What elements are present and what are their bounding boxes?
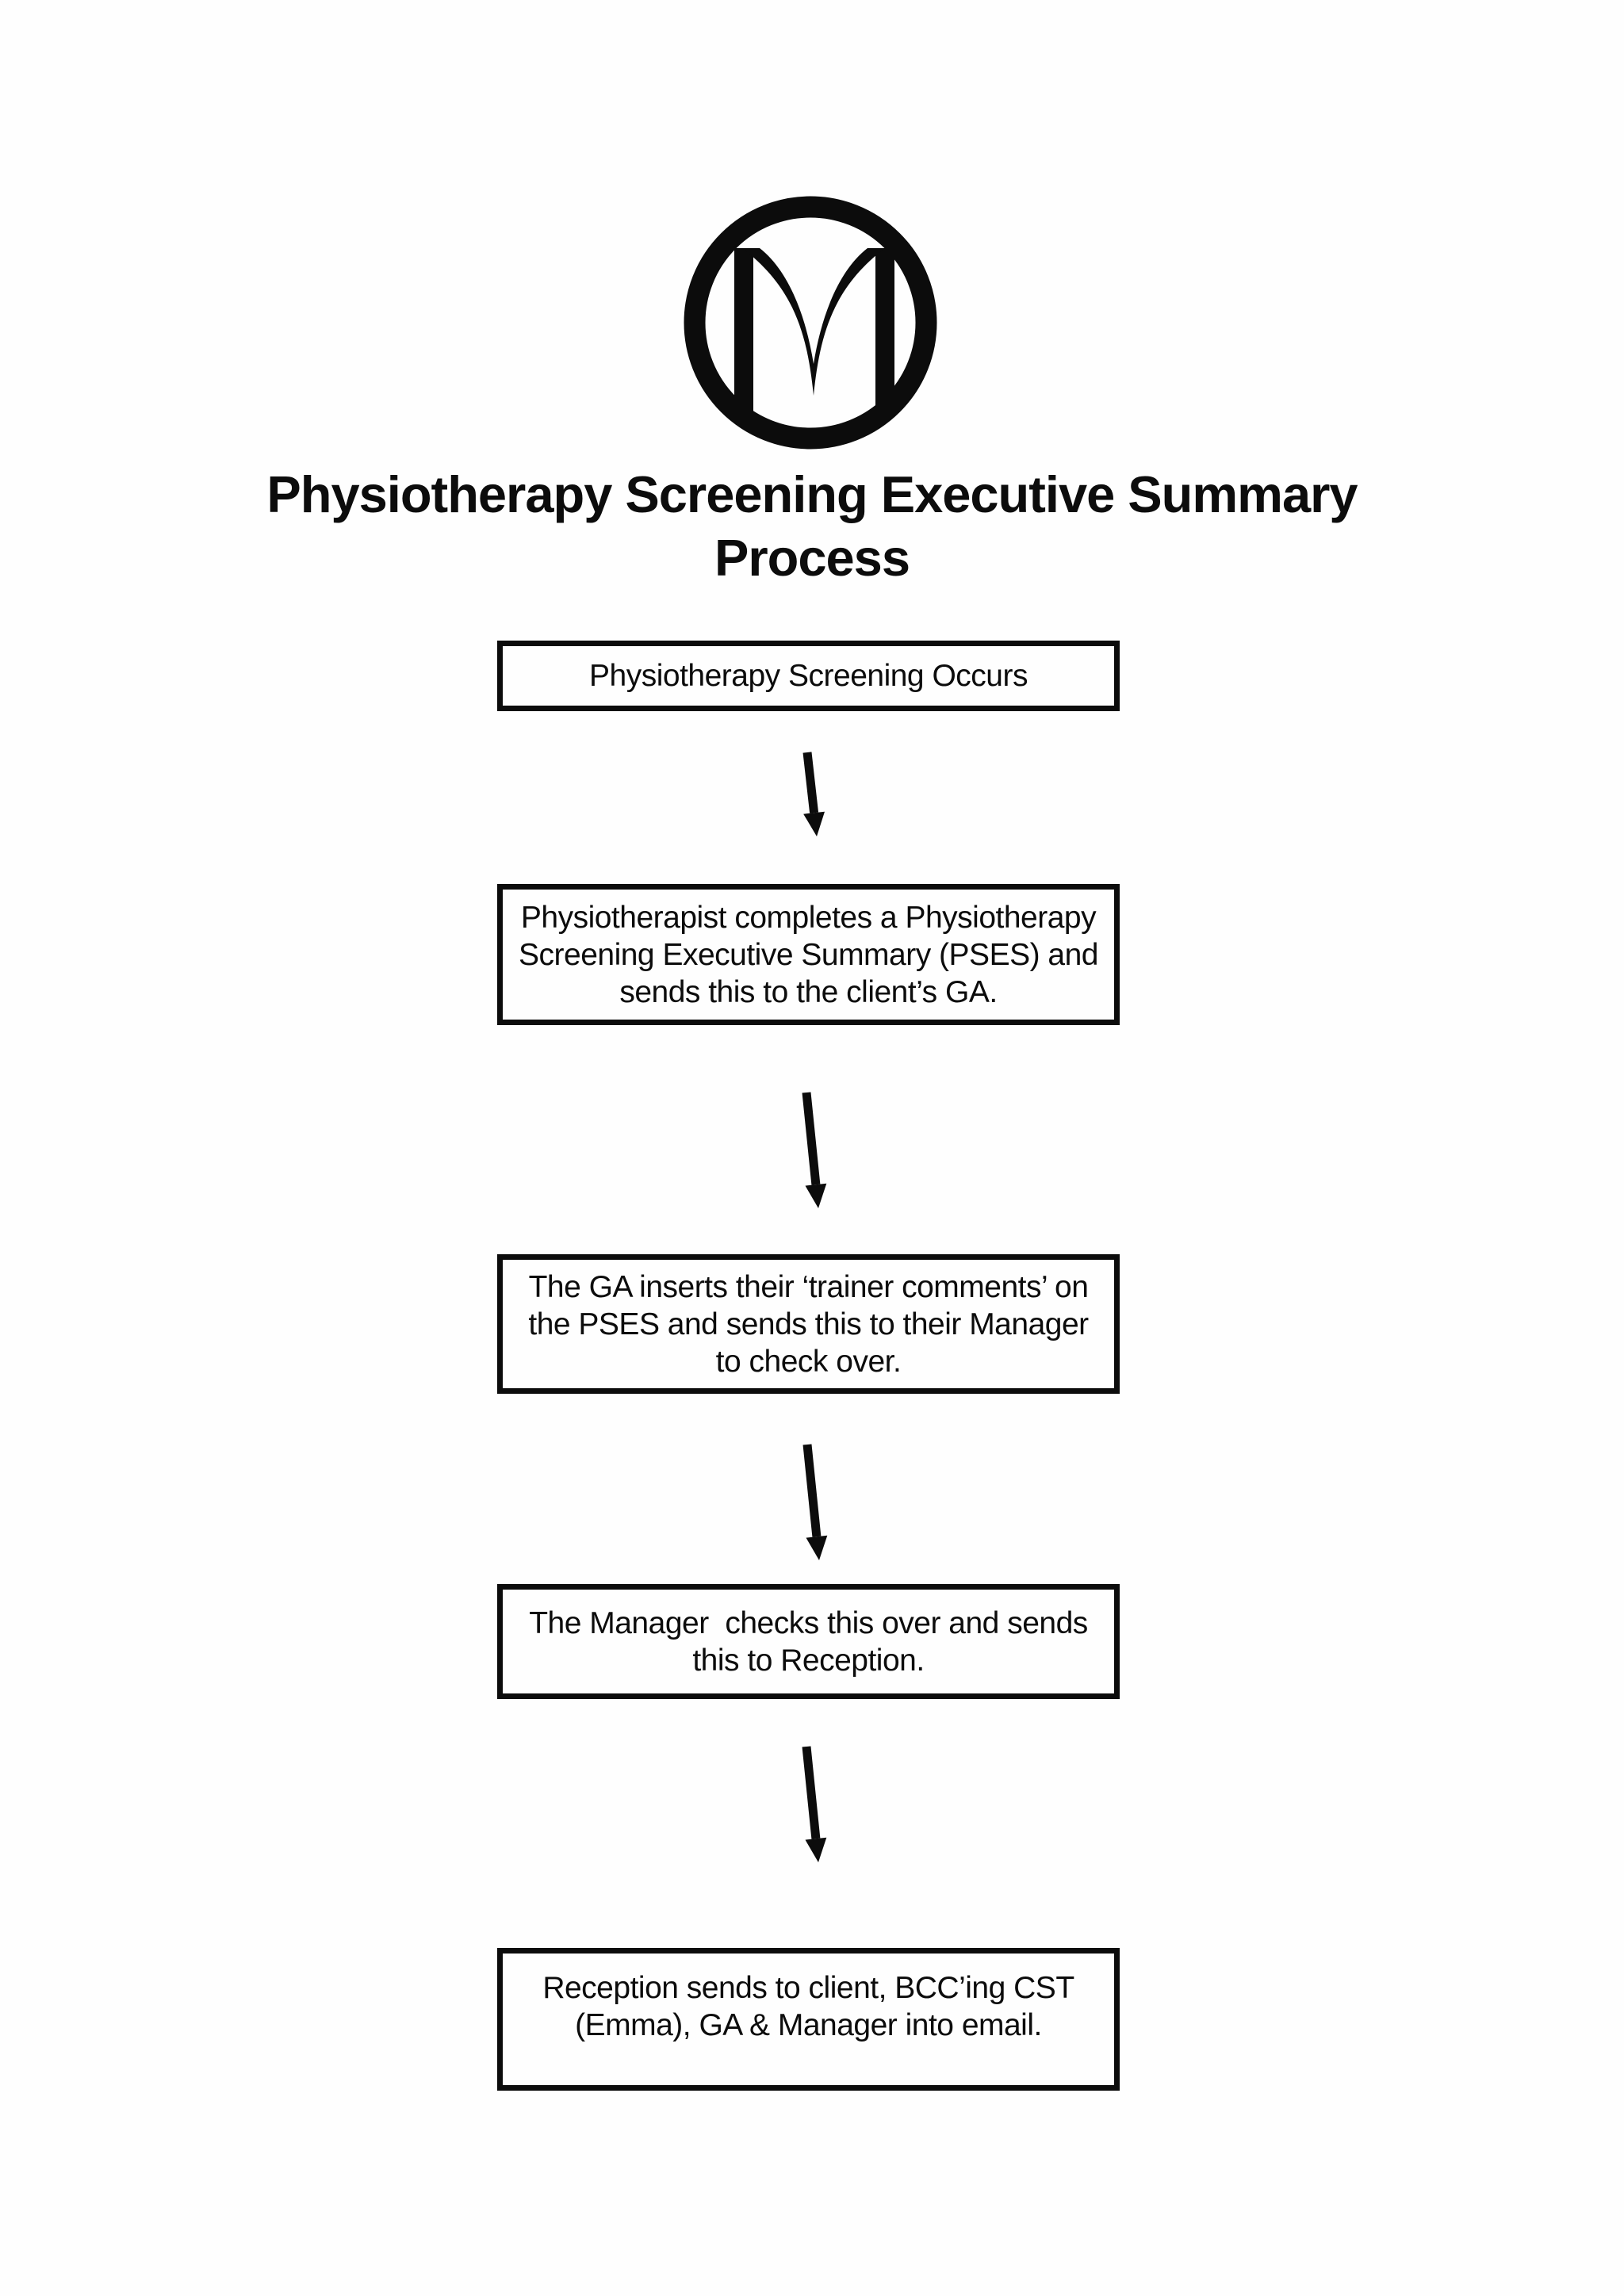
flow-step-3: The GA inserts their ‘trainer comments’ …	[497, 1254, 1120, 1394]
flow-step-5-text: (Emma), GA & Manager into email.	[575, 2008, 1042, 2042]
flow-step-5: Reception sends to client, BCC’ing CST (…	[497, 1948, 1120, 2091]
flow-step-3-text: to check over.	[715, 1344, 902, 1379]
arrow-down-icon	[802, 1746, 827, 1862]
page-title-line-1: Physiotherapy Screening Executive Summar…	[266, 465, 1358, 523]
flow-step-2: Physiotherapist completes a Physiotherap…	[497, 884, 1120, 1025]
flow-step-1-text: Physiotherapy Screening Occurs	[589, 659, 1028, 693]
flow-step-1: Physiotherapy Screening Occurs	[497, 641, 1120, 711]
flow-step-3-text: The GA inserts their ‘trainer comments’ …	[528, 1269, 1089, 1304]
flow-step-4-text: this to Reception.	[692, 1643, 925, 1678]
m-circle-logo-icon	[684, 196, 937, 450]
flow-step-3-text: the PSES and sends this to their Manager	[528, 1307, 1089, 1341]
arrow-down-icon	[802, 1444, 828, 1560]
page-title: Physiotherapy Screening Executive Summar…	[0, 463, 1624, 590]
flow-step-2-text: sends this to the client’s GA.	[619, 974, 998, 1009]
flow-step-5-text: Reception sends to client, BCC’ing CST	[542, 1971, 1074, 2005]
arrow-down-icon	[802, 1092, 827, 1208]
arrow-down-icon	[802, 752, 825, 836]
flow-step-4: The Manager checks this over and sends t…	[497, 1584, 1120, 1699]
page-title-line-2: Process	[714, 529, 910, 587]
flow-step-2-text: Physiotherapist completes a Physiotherap…	[520, 900, 1097, 935]
flow-step-4-text: The Manager checks this over and sends	[529, 1605, 1088, 1640]
flow-step-2-text: Screening Executive Summary (PSES) and	[519, 937, 1099, 972]
